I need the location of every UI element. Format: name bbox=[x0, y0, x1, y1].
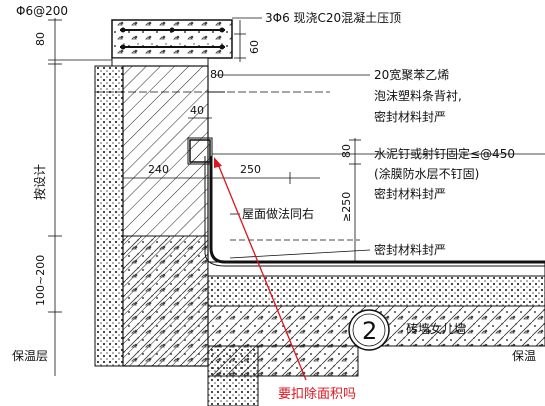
label-nail-1: 水泥钉或射钉固定≤@450 bbox=[374, 146, 515, 161]
label-parapet-title: 砖墙女儿墙 bbox=[406, 321, 466, 336]
roof-layers bbox=[122, 235, 545, 406]
label-seal-1: 密封材料封严 bbox=[374, 109, 446, 124]
leader-lines bbox=[212, 17, 545, 259]
label-insulation-right: 保温 bbox=[512, 349, 536, 363]
label-seal-2: 密封材料封严 bbox=[374, 186, 446, 201]
label-seal-3: 密封材料封严 bbox=[374, 242, 446, 257]
dim-80-top: 80 bbox=[34, 32, 47, 46]
red-annotation-arrow bbox=[217, 163, 307, 381]
dim-250-h: 250 bbox=[240, 163, 261, 176]
dim-by-design: 按设计 bbox=[33, 164, 47, 200]
label-roof-same: 屋面做法同右 bbox=[242, 206, 314, 221]
label-backer-1: 20宽聚苯乙烯 bbox=[374, 67, 449, 82]
detail-number-circle bbox=[348, 309, 390, 351]
label-rebar-top-left: Φ6@200 bbox=[16, 4, 68, 18]
insulation-layer-left bbox=[94, 65, 124, 367]
dim-240: 240 bbox=[148, 163, 169, 176]
coping-dimension bbox=[234, 20, 246, 62]
detail-number: 2 bbox=[362, 317, 377, 345]
horizontal-dimensions bbox=[122, 172, 320, 184]
dim-80-mid: 80 bbox=[210, 68, 224, 81]
dim-80-right: 80 bbox=[340, 144, 353, 158]
label-nail-2: (涂膜防水层不钉固) bbox=[374, 166, 479, 181]
right-vertical-dims bbox=[349, 138, 361, 263]
fastener-block bbox=[189, 139, 211, 163]
label-backer-2: 泡沫塑料条背衬, bbox=[374, 88, 462, 103]
coping-cap bbox=[111, 19, 233, 67]
label-insulation-left: 保温层 bbox=[12, 349, 48, 363]
dim-60: 60 bbox=[248, 40, 261, 54]
left-dimension-chain bbox=[48, 18, 112, 376]
dim-250-v: ≥250 bbox=[340, 192, 353, 222]
dim-100-200: 100~200 bbox=[34, 255, 47, 306]
red-question: 要扣除面积吗 bbox=[278, 387, 356, 402]
dim-40: 40 bbox=[190, 104, 204, 117]
waterproof-flashing bbox=[209, 156, 545, 264]
label-coping: 3Φ6 现浇C20混凝土压顶 bbox=[265, 10, 401, 25]
